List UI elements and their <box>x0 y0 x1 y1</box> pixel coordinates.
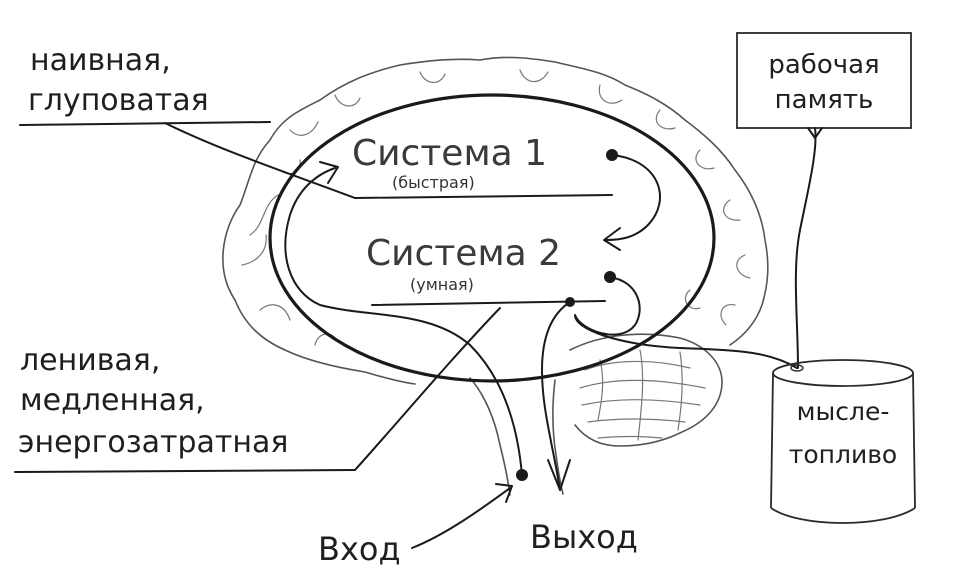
systems-ellipse <box>268 93 716 383</box>
working-memory-cord <box>794 127 817 369</box>
output-path-arrowhead <box>547 459 571 491</box>
lazy-underline <box>14 469 356 473</box>
lazy-label-line2: медленная, <box>20 383 205 418</box>
lazy-pointer <box>354 307 501 471</box>
fuel-label-line1: мысле- <box>797 397 890 426</box>
brain-sketch-icon <box>222 56 769 496</box>
system2-label: Система 2 <box>366 233 561 274</box>
system1-sublabel: (быстрая) <box>392 173 475 192</box>
output-label: Выход <box>530 518 638 556</box>
lazy-label-line3: энергозатратная <box>18 425 288 460</box>
system1-to-system2-arrow <box>605 154 661 241</box>
naive-underline <box>19 121 271 126</box>
input-label-pointer <box>411 487 511 549</box>
fuel-label-line2: топливо <box>789 440 897 469</box>
system1-label: Система 1 <box>352 133 547 174</box>
working-memory-label-line2: память <box>775 85 874 115</box>
barrel-icon <box>770 359 916 524</box>
working-memory-box <box>736 32 912 129</box>
input-label-arrowhead <box>495 483 513 503</box>
naive-label-line2: глуповатая <box>28 83 209 118</box>
lazy-label-line1: ленивая, <box>20 343 160 378</box>
working-memory-plug <box>807 127 823 139</box>
input-label: Вход <box>318 530 401 568</box>
working-memory-label-line1: рабочая <box>768 50 879 80</box>
system1-to-system2-arrowhead <box>603 227 621 251</box>
input-path-arrowhead <box>319 161 339 184</box>
naive-label-line1: наивная, <box>30 43 171 78</box>
naive-pointer <box>164 122 356 199</box>
output-path <box>541 301 571 491</box>
fuel-line <box>574 276 798 369</box>
system1-underline <box>354 194 613 199</box>
system2-sublabel: (умная) <box>410 275 474 294</box>
input-path <box>284 167 523 476</box>
